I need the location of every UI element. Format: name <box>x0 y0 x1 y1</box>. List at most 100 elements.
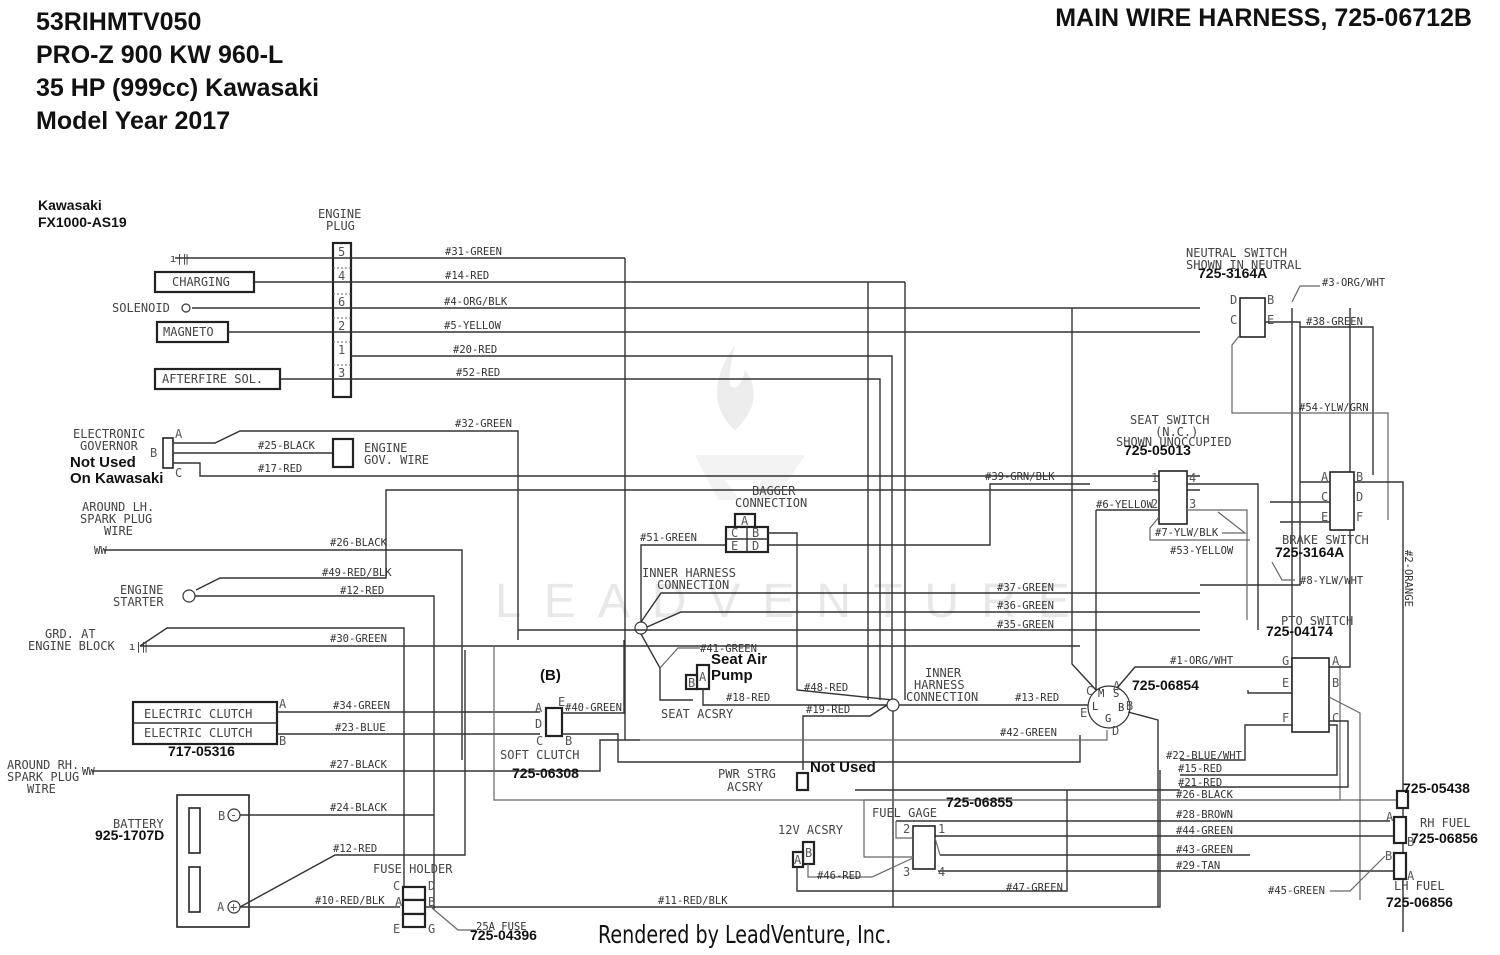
wire-label-42: #42-GREEN <box>1000 727 1057 739</box>
clutch-label: ELECTRIC CLUTCH <box>144 707 252 721</box>
wire-label-46: #46-RED <box>817 870 861 882</box>
inner-harness-label: INNER HARNESS <box>642 566 736 580</box>
wire-label-27: #27-BLACK <box>330 759 388 771</box>
plus-icon: + <box>230 900 237 914</box>
pin-label: B <box>1407 835 1414 849</box>
engine-model: FX1000-AS19 <box>38 214 127 230</box>
wire-53 <box>1149 516 1250 541</box>
fuse-slot-3 <box>401 912 427 929</box>
pin-label: C <box>393 879 400 893</box>
wire-51 <box>640 544 725 622</box>
wire-15 <box>1180 724 1338 776</box>
seat-acsry-label: SEAT ACSRY <box>661 707 734 721</box>
pin-label: B <box>218 809 225 823</box>
pin-label: E <box>1282 676 1289 690</box>
model-year: Model Year 2017 <box>36 107 231 135</box>
starter-label-2: STARTER <box>113 595 164 609</box>
wire-ground-strap <box>139 627 405 900</box>
pin-label: B <box>150 446 157 460</box>
starter-terminal <box>182 589 196 603</box>
wire-label-24: #24-BLACK <box>330 802 388 814</box>
wire-19 <box>802 704 888 770</box>
pwr-strg-label: PWR STRG <box>718 767 776 781</box>
pwr-strg-connector <box>795 771 810 792</box>
wire-label-18: #18-RED <box>726 692 770 704</box>
pin-label: A <box>1386 810 1394 824</box>
afterfire-label: AFTERFIRE SOL. <box>162 372 263 386</box>
pin-label: 2 <box>1151 497 1158 511</box>
pto-switch-body <box>1291 657 1330 733</box>
wire-label-29: #29-TAN <box>1176 860 1220 872</box>
wire-gage-1 <box>934 837 941 856</box>
lh-fuel-part-number: 725-06856 <box>1386 894 1453 910</box>
lh-spark-label-2: SPARK PLUG <box>80 512 152 526</box>
pin-label: D <box>428 879 435 893</box>
afterfire-box <box>153 367 282 391</box>
engine-plug-pin-1: 1 <box>338 343 345 357</box>
spark-coil-icon: WW <box>82 766 95 778</box>
pin-label: A <box>1332 654 1340 668</box>
pin-label: A <box>279 697 287 711</box>
wire-label-11: #11-RED/BLK <box>658 895 728 907</box>
wire-37 <box>640 592 1200 623</box>
model-name: PRO-Z 900 KW 960-L <box>36 41 284 69</box>
pin-label: D <box>1112 724 1119 738</box>
engine-plug-pin-5: 5 <box>338 245 345 259</box>
wire-label-13: #13-RED <box>1015 692 1059 704</box>
wire-neutral-e <box>1200 321 1301 586</box>
model-info: 53RIHMTV050 PRO-Z 900 KW 960-L 35 HP (99… <box>36 6 319 138</box>
wire-label-12: #12-RED <box>340 585 384 597</box>
brake-switch-part-number: 725-3164A <box>1275 544 1344 560</box>
wire-label-26: #26-BLACK <box>330 537 388 549</box>
seat-switch-body <box>1158 470 1188 525</box>
wire-12 <box>195 595 435 910</box>
pin-label: L <box>1092 701 1098 713</box>
wire-label-49: #49-RED/BLK <box>322 567 392 579</box>
pin-label: M <box>1098 688 1104 700</box>
bagger-label-2: CONNECTION <box>735 496 807 510</box>
wire-label-37: #37-GREEN <box>997 582 1054 594</box>
minus-icon: - <box>230 808 237 822</box>
battery-cell <box>188 866 201 913</box>
battery-label: BATTERY <box>113 817 164 831</box>
pin-label: A <box>395 895 403 909</box>
pin-label: E <box>558 695 565 709</box>
pin-label: B <box>1332 676 1339 690</box>
wire-label-36: #36-GREEN <box>997 600 1054 612</box>
wire-label-10: #10-RED/BLK <box>315 895 385 907</box>
pin-label: B <box>1118 702 1124 714</box>
rh-fuel-label: RH FUEL <box>1420 816 1471 830</box>
pin-label: D <box>1230 293 1237 307</box>
pin-label: D <box>1356 490 1363 504</box>
inner-harness-junction-2 <box>886 698 900 712</box>
wire-11 <box>425 770 1161 908</box>
hour-meter-connector <box>1395 789 1410 810</box>
seat-air-pump-label: Seat Air <box>711 651 767 668</box>
wire-40 <box>562 640 625 714</box>
governor-label-2: GOVERNOR <box>80 439 139 453</box>
wire-label-52: #52-RED <box>456 367 500 379</box>
wire-label-2: #2-ORANGE <box>1402 550 1414 607</box>
wire-gage-3 <box>863 800 913 858</box>
gov-wire-label-2: GOV. WIRE <box>364 453 429 467</box>
charging-box <box>153 270 256 294</box>
pin-label: A <box>217 900 225 914</box>
inner-harness-junction <box>634 621 648 635</box>
engine-id: Kawasaki FX1000-AS19 <box>38 197 127 231</box>
fuel-gage-label: FUEL GAGE <box>872 806 937 820</box>
wire-ign-b <box>1127 711 1159 907</box>
wire-label-6: #6-YELLOW <box>1096 499 1154 511</box>
wire-49 <box>195 489 1200 591</box>
wire-41-pointer <box>659 647 700 669</box>
wire-17 <box>173 462 1200 477</box>
engine-plug-pin-4: 4 <box>338 269 345 283</box>
wire-label-38: #38-GREEN <box>1306 316 1363 328</box>
wire-2 <box>1354 481 1404 932</box>
12v-acsry-label: 12V ACSRY <box>778 823 844 837</box>
wire-soft-clutch-b <box>562 733 1081 763</box>
soft-clutch-part-number: 725-06308 <box>512 765 579 781</box>
pin-label: C <box>1332 711 1339 725</box>
seat-switch-part-number: 725-05013 <box>1124 442 1191 458</box>
fuel-gage-part-number: 725-06855 <box>946 794 1013 810</box>
